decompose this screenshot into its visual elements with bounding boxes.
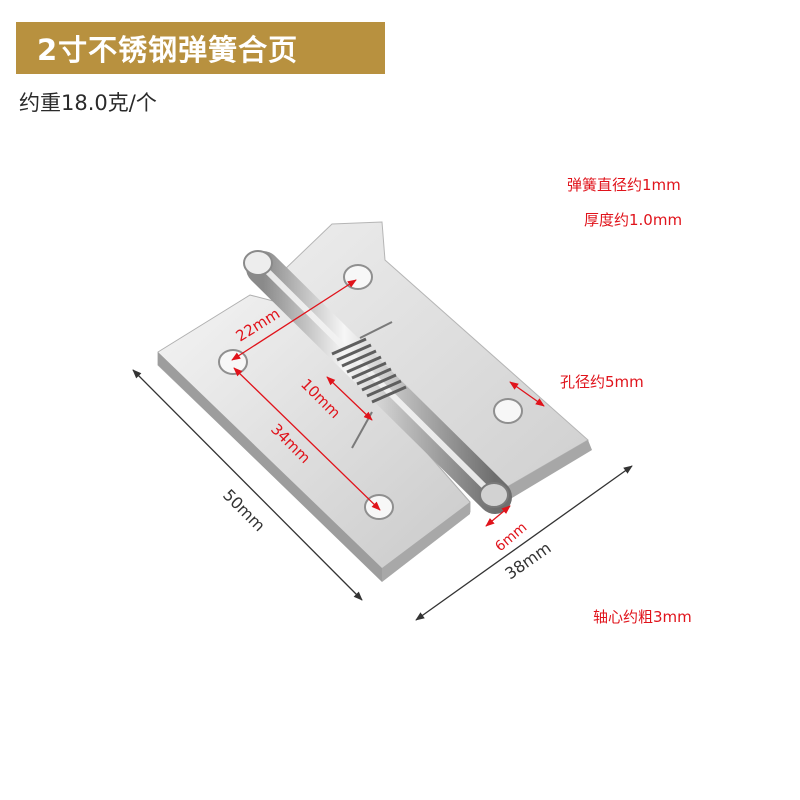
inner-dimension-lines: [231, 279, 545, 527]
spring-diameter-label: 弹簧直径约1mm: [567, 176, 681, 194]
hole-diameter-label: 孔径约5mm: [560, 373, 644, 391]
product-weight: 约重18.0克/个: [19, 91, 157, 115]
title-banner: [16, 22, 385, 74]
pin-end-label: 6mm: [492, 520, 530, 556]
product-title: 2寸不锈钢弹簧合页: [37, 33, 299, 67]
length-dimension-label: 50mm: [219, 485, 269, 535]
thickness-label: 厚度约1.0mm: [584, 211, 683, 229]
